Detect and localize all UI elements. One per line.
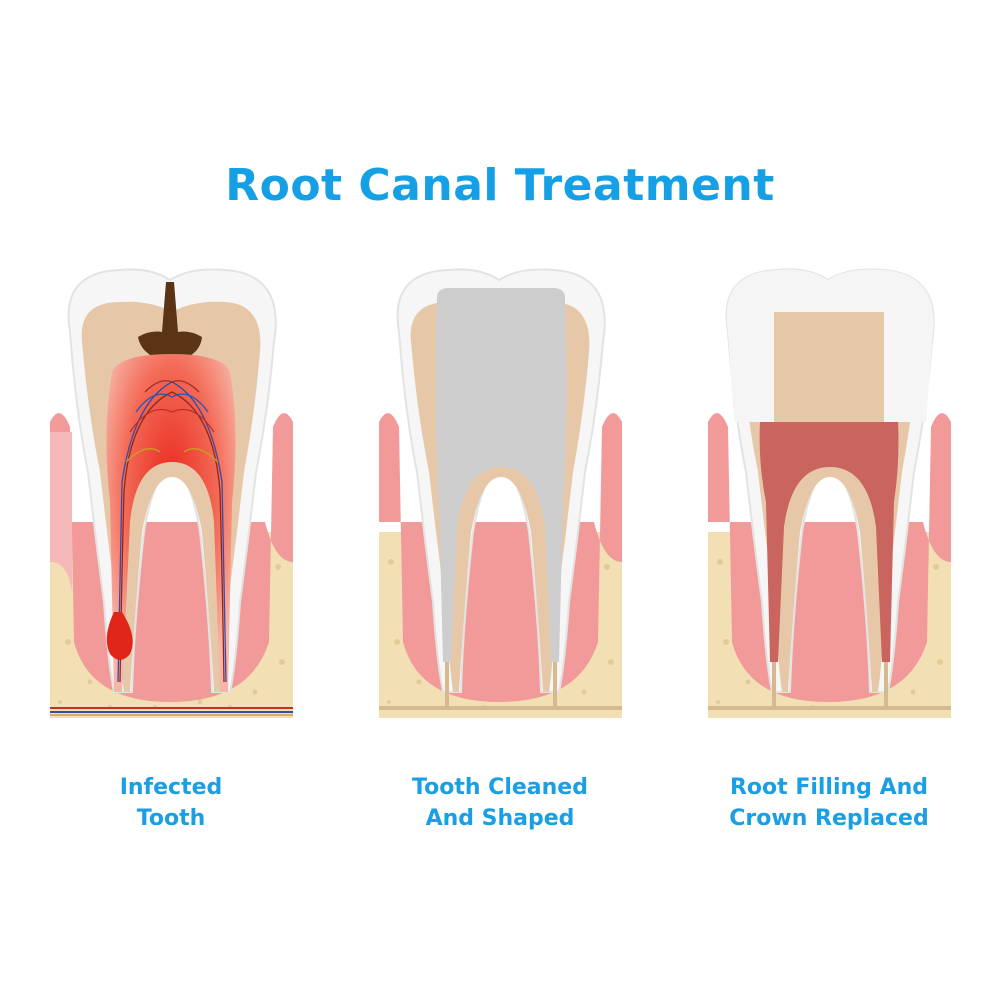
page-title: Root Canal Treatment [225, 160, 775, 211]
caption-tooth-cleaned: Tooth Cleaned And Shaped [350, 772, 650, 834]
cleaned-tooth-illustration [379, 262, 622, 724]
caption-line: Infected [119, 775, 223, 800]
nerve-network [117, 380, 227, 683]
caption-line: Tooth [136, 806, 206, 831]
infected-pulp [106, 354, 236, 692]
caption-line: Root Filling And [729, 775, 929, 800]
decay [138, 282, 202, 362]
abscess [106, 612, 133, 660]
root-filling [759, 422, 899, 662]
filled-tooth-illustration [708, 262, 951, 724]
tooth-dentin [739, 301, 919, 692]
caption-infected-tooth: Infected Tooth [21, 772, 321, 834]
caption-root-filling: Root Filling And Crown Replaced [679, 772, 979, 834]
blood-vessel [50, 707, 293, 716]
caption-line: Tooth Cleaned [412, 775, 588, 800]
bone-line [379, 662, 622, 710]
bone-line [708, 662, 951, 710]
caption-line: And Shaped [425, 806, 575, 831]
crown [726, 269, 934, 422]
caption-line: Crown Replaced [729, 806, 929, 831]
infected-tooth-illustration [50, 262, 293, 724]
cleaned-canal [435, 288, 567, 662]
gum-inner [50, 432, 72, 592]
